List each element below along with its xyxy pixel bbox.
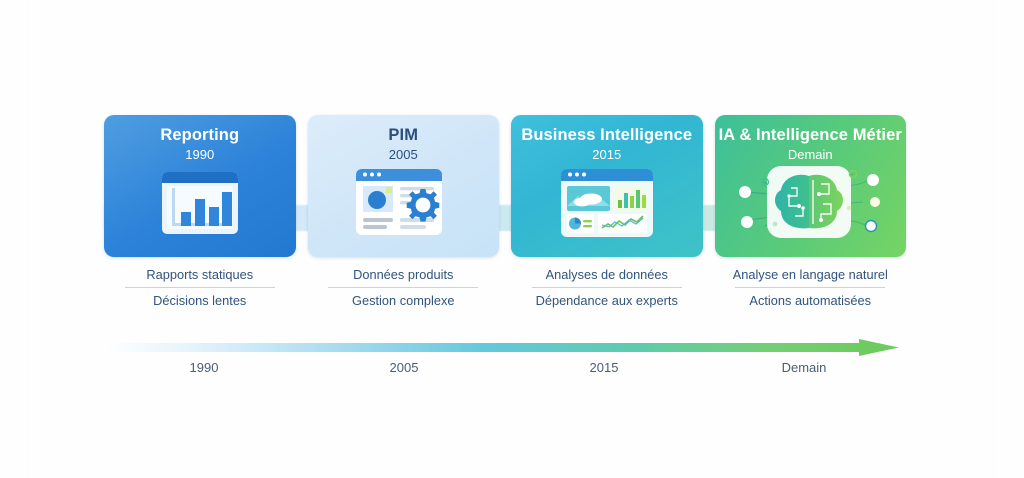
timeline-label: 2005 <box>389 360 419 375</box>
bar-chart-window-icon <box>152 168 248 249</box>
card-ia-intelligence-metier[interactable]: IA & Intelligence Métier Demain <box>714 115 906 257</box>
caption-divider <box>735 287 886 289</box>
card-reporting[interactable]: Reporting 1990 <box>104 115 296 257</box>
caption-primary: Rapports statiques <box>146 267 254 282</box>
timeline-axis: 1990 2005 2015 Demain <box>104 338 904 386</box>
caption-secondary: Actions automatisées <box>749 293 872 309</box>
caption-column: Analyses de données Dépendance aux exper… <box>511 266 703 310</box>
caption-divider <box>531 287 682 289</box>
caption-column: Rapports statiques Décisions lentes <box>104 266 296 310</box>
caption-column: Analyse en langage naturel Actions autom… <box>715 266 907 310</box>
timeline-cards: Reporting 1990 PIM 2005 <box>104 115 906 257</box>
product-page-gear-icon <box>348 164 458 249</box>
caption-secondary: Décisions lentes <box>153 293 247 309</box>
caption-primary: Analyse en langage naturel <box>732 267 888 282</box>
card-title: IA & Intelligence Métier <box>718 126 902 144</box>
timeline-labels: 1990 2005 2015 Demain <box>104 360 904 375</box>
panel-edge-right <box>993 0 994 478</box>
card-year: Demain <box>787 147 833 163</box>
caption-secondary: Gestion complexe <box>352 293 455 309</box>
caption-primary: Analyses de données <box>545 267 668 282</box>
caption-divider <box>328 287 479 289</box>
card-pim[interactable]: PIM 2005 <box>307 115 499 257</box>
caption-secondary: Dépendance aux experts <box>535 293 678 309</box>
dashboard-analytics-icon <box>551 164 663 249</box>
card-business-intelligence[interactable]: Business Intelligence 2015 <box>511 115 703 257</box>
card-year: 1990 <box>185 147 215 163</box>
caption-column: Données produits Gestion complexe <box>308 266 500 310</box>
card-year: 2015 <box>592 147 622 163</box>
timeline-arrow-icon <box>104 339 899 356</box>
timeline-label: 2015 <box>589 360 619 375</box>
ai-brain-circuit-icon <box>725 160 895 249</box>
card-captions: Rapports statiques Décisions lentes Donn… <box>104 266 906 310</box>
timeline-label: Demain <box>781 360 827 375</box>
card-title: Reporting <box>160 126 240 144</box>
caption-primary: Données produits <box>353 267 454 282</box>
card-year: 2005 <box>388 147 418 163</box>
timeline-label: 1990 <box>189 360 219 375</box>
card-title: PIM <box>388 126 419 144</box>
caption-divider <box>124 287 275 289</box>
panel-edge-left <box>28 0 29 478</box>
card-title: Business Intelligence <box>521 126 693 144</box>
